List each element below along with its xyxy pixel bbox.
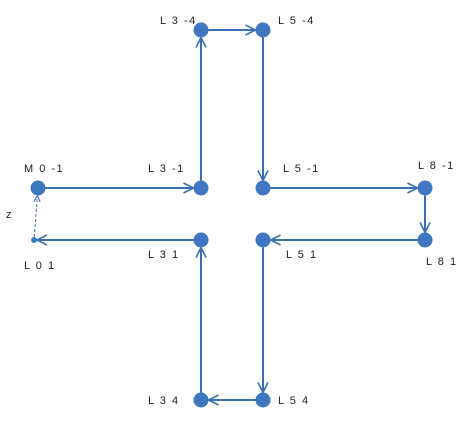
node-label-l01: L 0 1 [24,260,56,272]
node-l81 [417,232,433,248]
node-label-l81: L 8 1 [426,256,458,268]
node-l8-1 [417,180,433,196]
node-label-l51: L 5 1 [286,249,318,261]
node-l5-4 [255,22,271,38]
node-l31 [193,232,209,248]
node-l01 [31,237,37,243]
node-l3-1 [193,180,209,196]
node-label-l5-1: L 5 -1 [283,163,320,175]
node-label-l34: L 3 4 [148,395,180,407]
node-l5-1 [255,180,271,196]
nodes-layer [30,22,433,408]
node-l51 [255,232,271,248]
node-label-l8-1: L 8 -1 [418,160,455,172]
node-label-l5-4: L 5 -4 [278,15,315,27]
node-m0-1 [30,180,46,196]
node-label-l54: L 5 4 [278,395,310,407]
edge-label: z [6,209,13,221]
edge-l01-to-m0-1 [34,195,37,238]
node-label-m0-1: M 0 -1 [24,163,64,175]
node-l34 [193,392,209,408]
node-l54 [255,392,271,408]
node-label-l3-1: L 3 -1 [148,163,185,175]
node-label-l31: L 3 1 [148,249,180,261]
edges-layer [34,30,425,400]
node-l3-4 [193,22,209,38]
node-label-l3-4: L 3 -4 [160,15,197,27]
labels-layer: z M 0 -1 L 3 -1 L 3 -4 L 5 -4 L 5 -1 L 8 -1 L 8… [6,15,458,407]
